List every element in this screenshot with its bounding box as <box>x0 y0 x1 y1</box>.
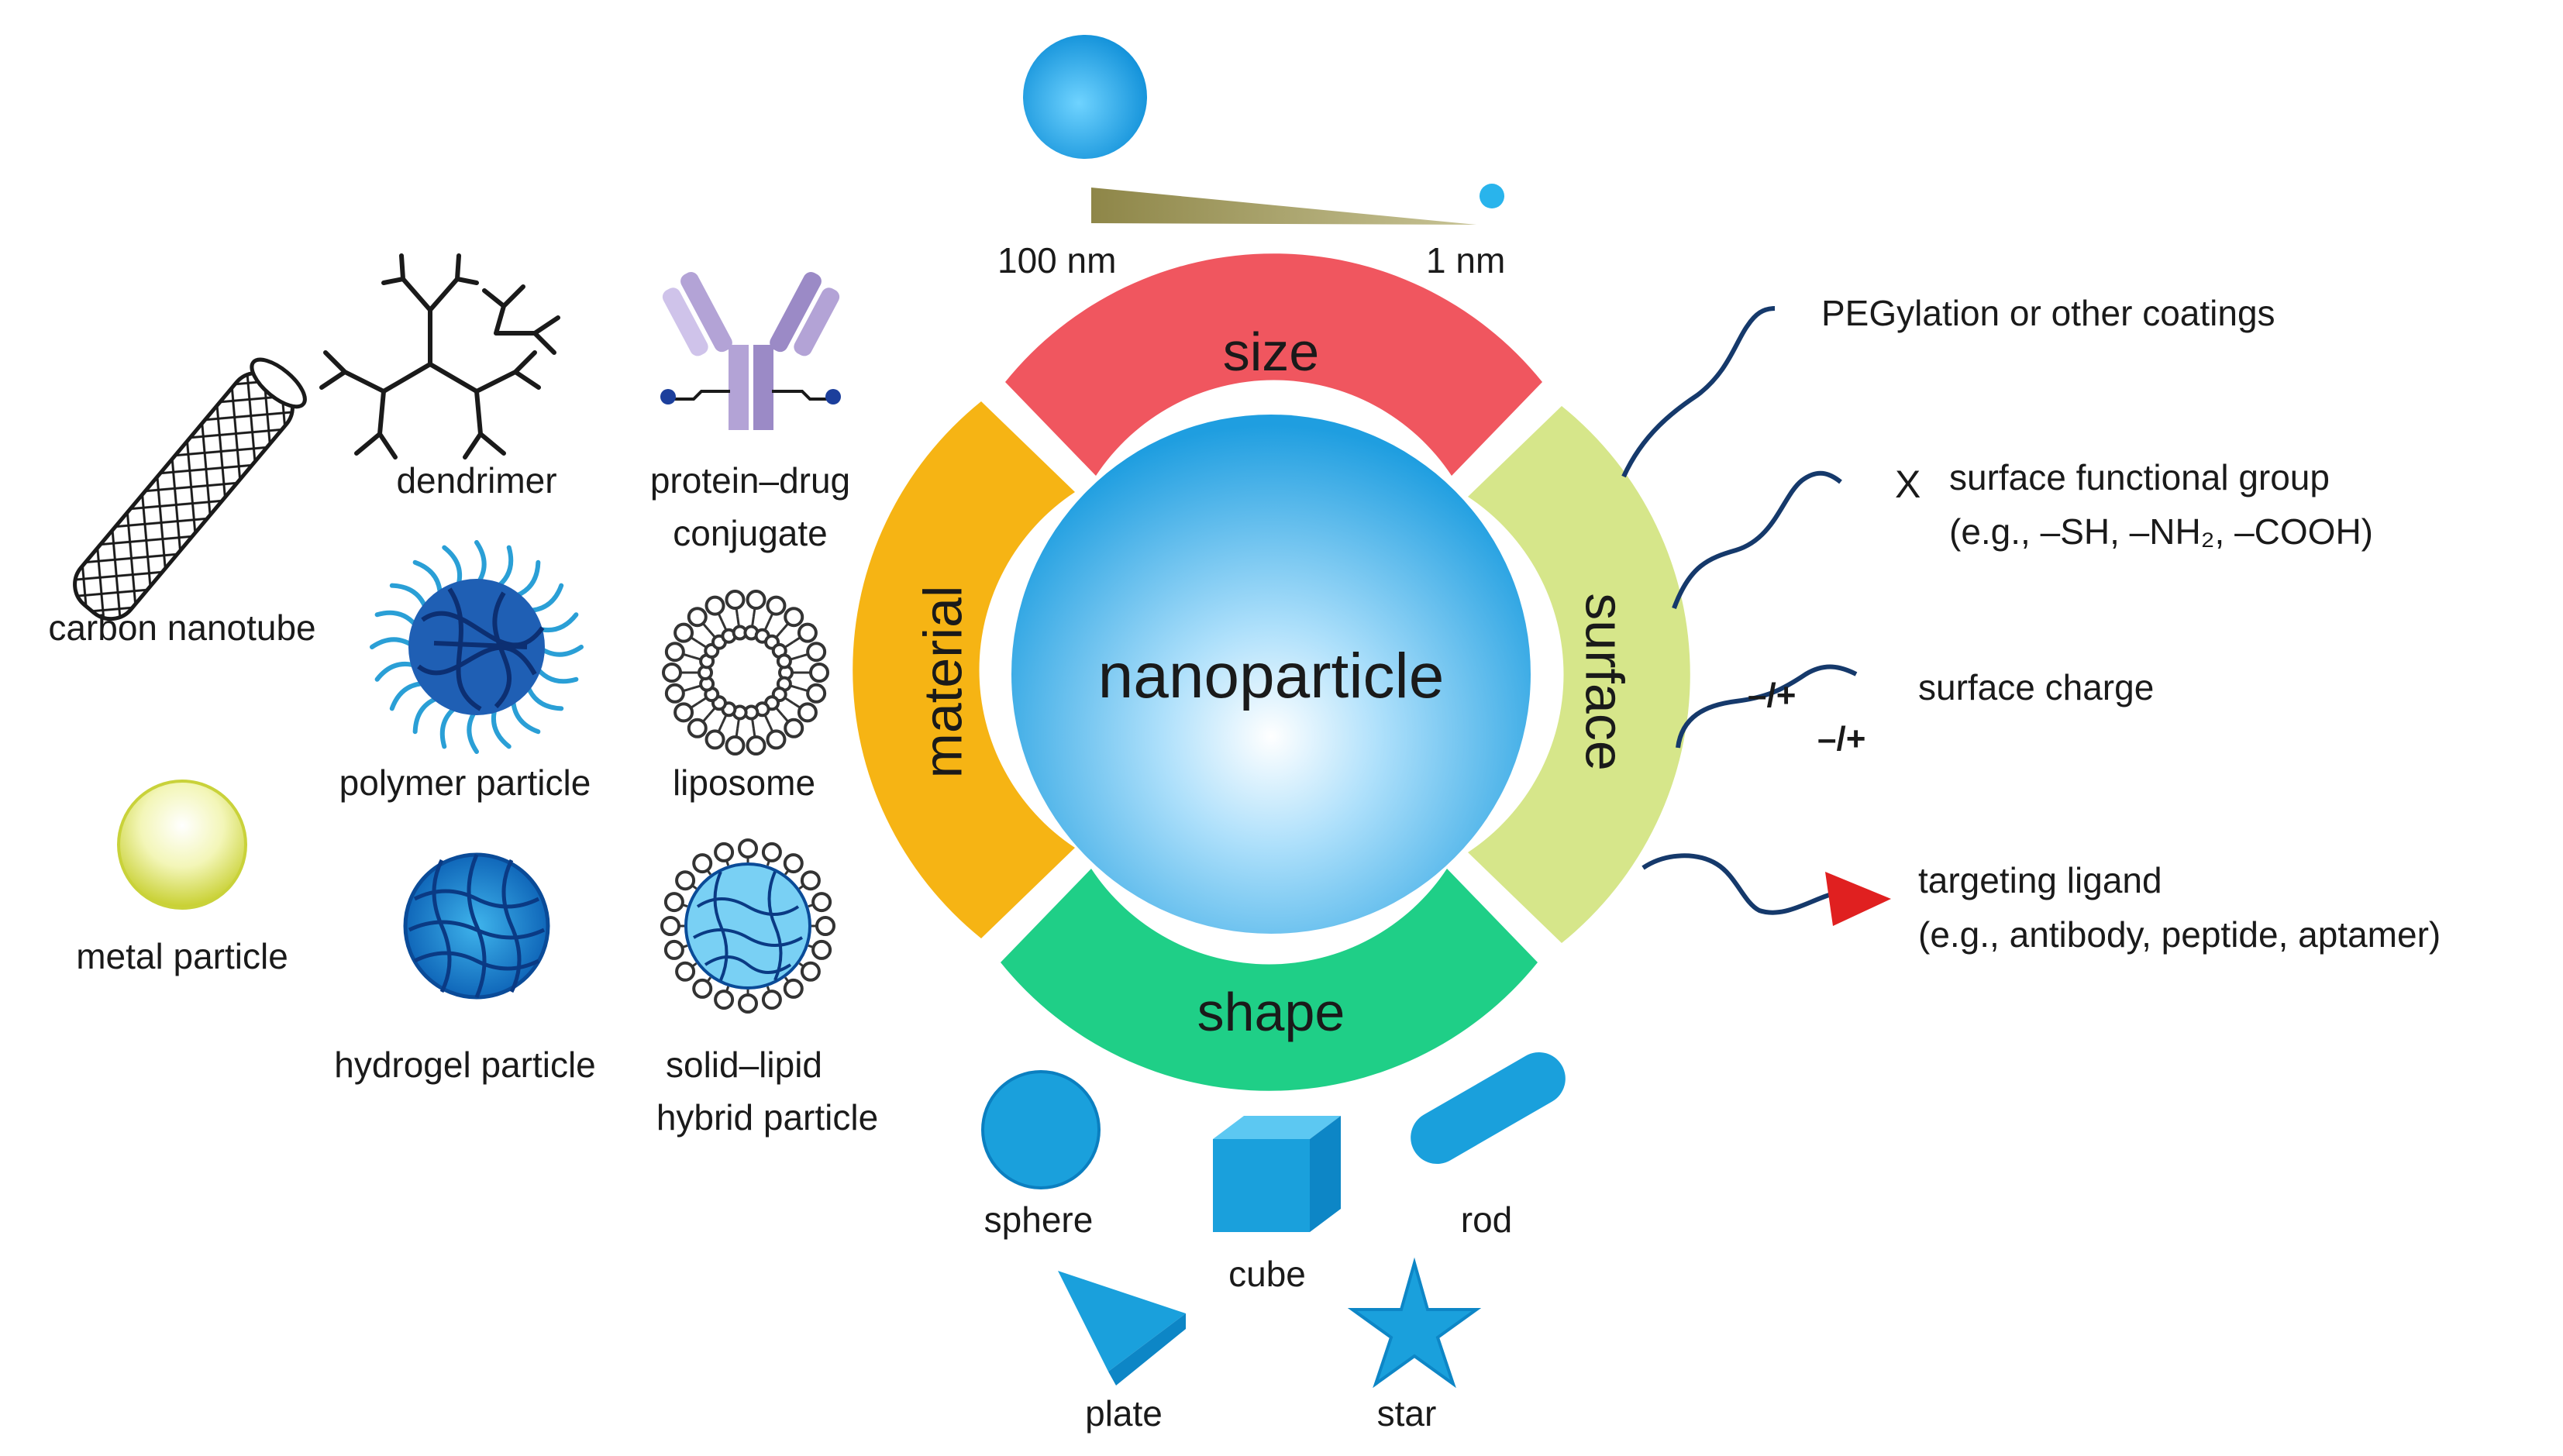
segment-surface <box>1468 406 1690 943</box>
material-examples: carbon nanotube metal particle dendrimer <box>48 253 878 1138</box>
large-particle-icon <box>1023 35 1147 159</box>
segment-material-label: material <box>912 586 973 779</box>
size-scale: 100 nm 1 nm <box>997 35 1505 281</box>
carbon-nanotube-icon <box>73 357 307 621</box>
surface-charge-marker-1: –/+ <box>1748 676 1796 714</box>
shape-examples: sphere cube rod plate star <box>981 1052 1566 1434</box>
property-ring: size shape material surface nanoparticle <box>853 253 1690 1091</box>
targeting-ligand-icon <box>1825 872 1891 926</box>
size-label-large: 100 nm <box>997 240 1116 281</box>
segment-size <box>1005 253 1542 476</box>
functional-group-marker: X <box>1895 463 1921 506</box>
surface-charge-marker-2: –/+ <box>1817 720 1865 758</box>
solid-lipid-label-line2: hybrid particle <box>656 1097 878 1138</box>
dendrimer-icon <box>319 253 560 460</box>
targeting-ligand-label-line2: (e.g., antibody, peptide, aptamer) <box>1918 914 2441 955</box>
targeting-ligand-chain <box>1641 853 1830 915</box>
nanoparticle-core <box>1011 415 1531 934</box>
segment-shape-label: shape <box>1197 982 1345 1042</box>
cube-label: cube <box>1228 1254 1306 1294</box>
segment-material <box>853 401 1075 938</box>
surface-features: PEGylation or other coatings X surface f… <box>1621 293 2441 955</box>
star-icon <box>1347 1257 1482 1389</box>
plate-icon <box>1058 1271 1186 1385</box>
segment-size-label: size <box>1223 322 1319 382</box>
dendrimer-label: dendrimer <box>396 460 556 501</box>
liposome-icon <box>662 589 829 756</box>
segment-surface-label: surface <box>1575 593 1635 771</box>
small-particle-icon <box>1480 184 1504 208</box>
metal-particle-label: metal particle <box>76 936 288 976</box>
liposome-label: liposome <box>673 762 815 803</box>
solid-lipid-hybrid-icon <box>660 838 835 1014</box>
metal-particle-icon <box>117 780 247 910</box>
plate-label: plate <box>1085 1393 1163 1434</box>
surface-charge-chain <box>1676 664 1858 749</box>
sphere-icon <box>981 1070 1101 1189</box>
rod-label: rod <box>1461 1200 1512 1240</box>
cube-icon <box>1213 1116 1341 1232</box>
size-label-small: 1 nm <box>1426 240 1505 281</box>
pegylation-chain <box>1621 306 1776 478</box>
functional-group-label-line2: (e.g., –SH, –NH₂, –COOH) <box>1949 511 2373 552</box>
pegylation-label: PEGylation or other coatings <box>1821 293 2275 333</box>
surface-charge-label: surface charge <box>1918 667 2154 707</box>
carbon-nanotube-label: carbon nanotube <box>48 608 315 648</box>
star-label: star <box>1377 1393 1437 1434</box>
targeting-ligand-label-line1: targeting ligand <box>1918 860 2162 900</box>
size-scale-wedge <box>1091 188 1476 225</box>
segment-shape <box>1001 869 1538 1091</box>
protein-drug-conjugate-icon <box>660 272 841 430</box>
hydrogel-particle-label: hydrogel particle <box>334 1045 596 1085</box>
hydrogel-particle-icon <box>403 852 550 1000</box>
sphere-label: sphere <box>984 1200 1094 1240</box>
nanoparticle-label: nanoparticle <box>1098 641 1445 711</box>
protein-drug-label-line2: conjugate <box>673 513 828 553</box>
rod-icon <box>1411 1052 1566 1164</box>
functional-group-chain <box>1672 470 1842 610</box>
functional-group-label-line1: surface functional group <box>1949 457 2330 497</box>
solid-lipid-label-line1: solid–lipid <box>666 1045 822 1085</box>
polymer-particle-icon <box>370 540 584 754</box>
protein-drug-label-line1: protein–drug <box>650 460 850 501</box>
polymer-particle-label: polymer particle <box>339 762 591 803</box>
